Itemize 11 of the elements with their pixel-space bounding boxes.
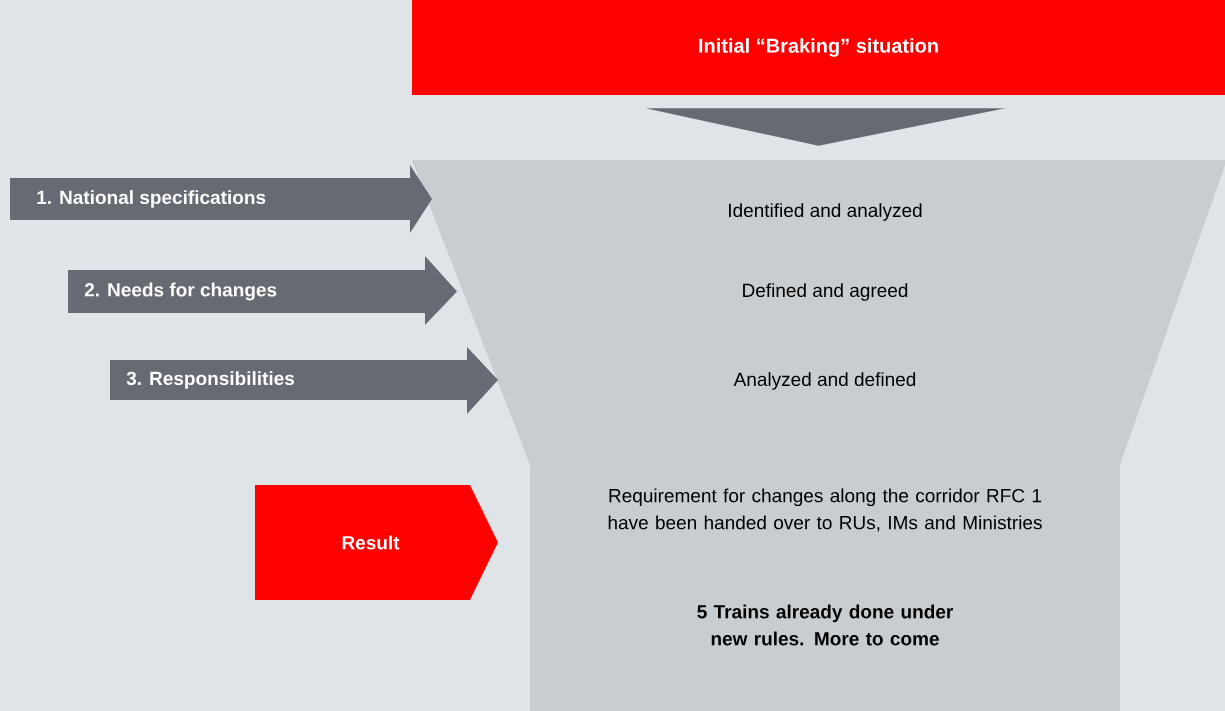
funnel-text: Identified and analyzed <box>729 203 922 221</box>
arrow-box: 2. Needs for changes <box>68 256 457 325</box>
result-text: Requirement for changes along the corridor RFC 1 have been handed over to RUs, IMs and Ministries <box>608 488 1042 532</box>
result-arrow-box: Result <box>255 485 498 600</box>
arrow-box: 1. National specifications <box>10 165 432 233</box>
funnel-text: Analyzed and defined <box>733 372 916 390</box>
chevron-arrow <box>645 108 1006 146</box>
title-box: Initial “Braking” situation <box>412 0 1225 95</box>
funnel-text: Defined and agreed <box>743 283 908 301</box>
result-note: 5 Trains already done under new rules. More to come <box>697 604 953 646</box>
arrow-box: 3. Responsibilities <box>110 347 498 414</box>
